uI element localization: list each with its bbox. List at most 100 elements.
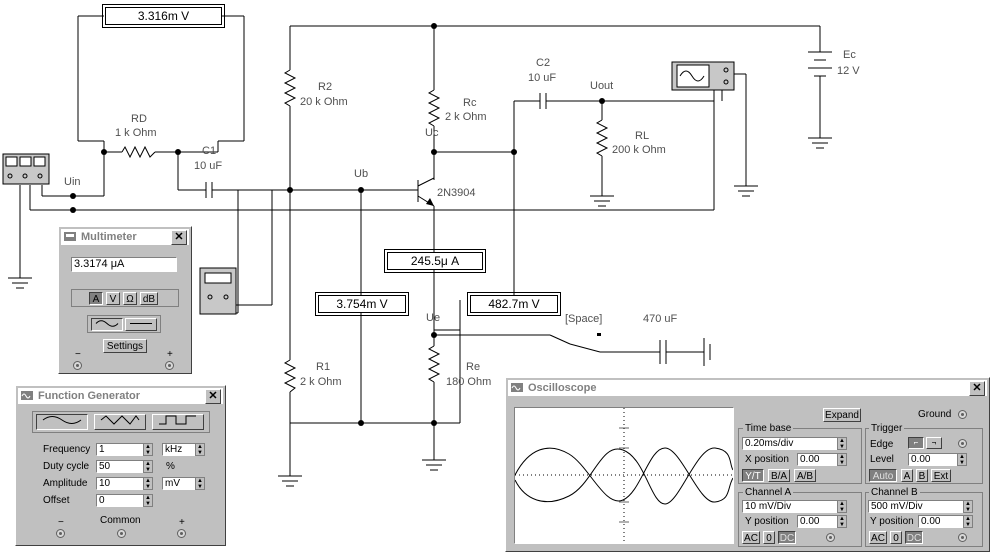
channel-a-zero-button[interactable]: 0 — [763, 531, 775, 544]
ec-value: 12 V — [837, 65, 860, 77]
amplitude-unit-select[interactable]: mV — [162, 477, 196, 490]
dc-mode-button[interactable] — [125, 318, 157, 331]
multimeter-window[interactable]: Multimeter ✕ 3.3174 μA A V Ω dB Settings… — [58, 226, 192, 374]
channel-a-ypos-input[interactable]: 0.00 — [797, 515, 838, 528]
rl-value: 200 k Ohm — [612, 144, 666, 156]
oscilloscope-titlebar[interactable]: Oscilloscope ✕ — [508, 380, 987, 396]
frequency-unit-spinner[interactable]: ▲▼ — [195, 443, 205, 456]
amplitude-input[interactable]: 10 — [96, 477, 144, 490]
channel-b-terminal[interactable] — [958, 533, 967, 542]
duty-cycle-input[interactable]: 50 — [96, 460, 144, 473]
ground-terminal[interactable] — [958, 410, 967, 419]
falling-edge-button[interactable]: ¬ — [926, 437, 942, 449]
channel-a-scale-spinner[interactable]: ▲▼ — [837, 500, 847, 513]
frequency-unit-select[interactable]: kHz — [162, 443, 196, 456]
trigger-ext-terminal[interactable] — [958, 439, 967, 448]
multimeter-minus-terminal[interactable] — [73, 361, 82, 370]
xpos-spinner[interactable]: ▲▼ — [837, 453, 847, 466]
channel-b-dc-button[interactable]: DC — [905, 531, 923, 544]
oscilloscope-title: Oscilloscope — [528, 382, 597, 394]
oscilloscope-window[interactable]: Oscilloscope ✕ Expand Ground Time base 0… — [505, 377, 990, 552]
channel-b-title: Channel B — [869, 487, 920, 498]
multimeter-title-icon — [64, 232, 76, 241]
c1-name: C1 — [202, 145, 217, 157]
transistor-label: 2N3904 — [437, 187, 476, 199]
xpos-label: X position — [745, 454, 789, 465]
oscilloscope-screen — [514, 407, 734, 544]
fg-minus-terminal[interactable] — [56, 529, 65, 538]
trigger-ext-button[interactable]: Ext — [931, 469, 951, 482]
duty-cycle-label: Duty cycle — [43, 461, 90, 472]
channel-a-dc-button[interactable]: DC — [778, 531, 796, 544]
yt-mode-button[interactable]: Y/T — [742, 469, 764, 482]
offset-label: Offset — [43, 495, 70, 506]
timebase-select[interactable]: 0.20ms/div — [742, 437, 838, 450]
trigger-b-button[interactable]: B — [916, 469, 928, 482]
ec-name: Ec — [843, 49, 856, 61]
function-generator-close-button[interactable]: ✕ — [205, 389, 221, 404]
multimeter-titlebar[interactable]: Multimeter ✕ — [61, 229, 189, 245]
channel-a-terminal[interactable] — [826, 533, 835, 542]
ac-mode-button[interactable] — [91, 318, 123, 331]
function-generator-title-icon — [21, 391, 33, 400]
channel-a-ypos-spinner[interactable]: ▲▼ — [837, 515, 847, 528]
rising-edge-button[interactable]: ⌐ — [908, 437, 924, 449]
amplitude-unit-spinner[interactable]: ▲▼ — [195, 477, 205, 490]
mode-ohm-button[interactable]: Ω — [123, 292, 137, 305]
waveform-group — [32, 411, 210, 433]
trigger-a-button[interactable]: A — [901, 469, 913, 482]
offset-spinner[interactable]: ▲▼ — [143, 494, 153, 507]
uout-label: Uout — [590, 80, 614, 92]
multimeter-minus-label: − — [75, 349, 81, 360]
multimeter-settings-button[interactable]: Settings — [103, 339, 147, 353]
expand-button[interactable]: Expand — [823, 408, 861, 422]
function-generator-title: Function Generator — [38, 390, 141, 402]
function-generator-titlebar[interactable]: Function Generator ✕ — [18, 388, 223, 404]
frequency-input[interactable]: 1 — [96, 443, 144, 456]
multimeter-plus-terminal[interactable] — [165, 361, 174, 370]
channel-b-scale-select[interactable]: 500 mV/Div — [868, 500, 964, 513]
channel-a-ac-button[interactable]: AC — [742, 531, 760, 544]
fg-common-terminal[interactable] — [117, 529, 126, 538]
offset-input[interactable]: 0 — [96, 494, 144, 507]
channel-a-scale-select[interactable]: 10 mV/Div — [742, 500, 838, 513]
channel-b-zero-button[interactable]: 0 — [890, 531, 902, 544]
timebase-group — [738, 428, 862, 484]
ba-mode-button[interactable]: B/A — [768, 469, 790, 482]
xpos-input[interactable]: 0.00 — [797, 453, 838, 466]
fg-minus-label: − — [58, 517, 64, 528]
channel-b-ypos-label: Y position — [870, 516, 914, 527]
square-waveform-button[interactable] — [152, 414, 204, 430]
timebase-spinner[interactable]: ▲▼ — [837, 437, 847, 450]
c2-name: C2 — [536, 57, 551, 69]
channel-b-ypos-input[interactable]: 0.00 — [918, 515, 964, 528]
ab-mode-button[interactable]: A/B — [794, 469, 816, 482]
amplitude-spinner[interactable]: ▲▼ — [143, 477, 153, 490]
mode-db-button[interactable]: dB — [140, 292, 158, 305]
channel-b-scale-spinner[interactable]: ▲▼ — [963, 500, 973, 513]
level-label: Level — [870, 454, 894, 465]
uin-label: Uin — [64, 176, 81, 188]
ground-label: Ground — [918, 409, 952, 420]
trigger-level-spinner[interactable]: ▲▼ — [957, 453, 967, 466]
frequency-spinner[interactable]: ▲▼ — [143, 443, 153, 456]
rc-name: Rc — [463, 97, 477, 109]
trigger-level-input[interactable]: 0.00 — [908, 453, 958, 466]
channel-b-ac-button[interactable]: AC — [869, 531, 887, 544]
sine-waveform-button[interactable] — [36, 414, 88, 430]
r1-name: R1 — [316, 361, 331, 373]
oscilloscope-close-button[interactable]: ✕ — [969, 381, 985, 396]
multimeter-close-button[interactable]: ✕ — [171, 230, 187, 245]
function-generator-window[interactable]: Function Generator ✕ Frequency 1 ▲▼ kHz … — [15, 385, 226, 546]
trigger-auto-button[interactable]: Auto — [869, 469, 897, 482]
fg-plus-terminal[interactable] — [177, 529, 186, 538]
channel-b-group — [865, 492, 983, 547]
mode-volt-button[interactable]: V — [106, 292, 120, 305]
channel-b-ypos-spinner[interactable]: ▲▼ — [963, 515, 973, 528]
triangle-waveform-button[interactable] — [94, 414, 146, 430]
switch-key-label: [Space] — [565, 313, 603, 325]
duty-cycle-spinner[interactable]: ▲▼ — [143, 460, 153, 473]
mode-ampere-button[interactable]: A — [89, 292, 103, 305]
triangle-wave-icon — [100, 415, 140, 425]
